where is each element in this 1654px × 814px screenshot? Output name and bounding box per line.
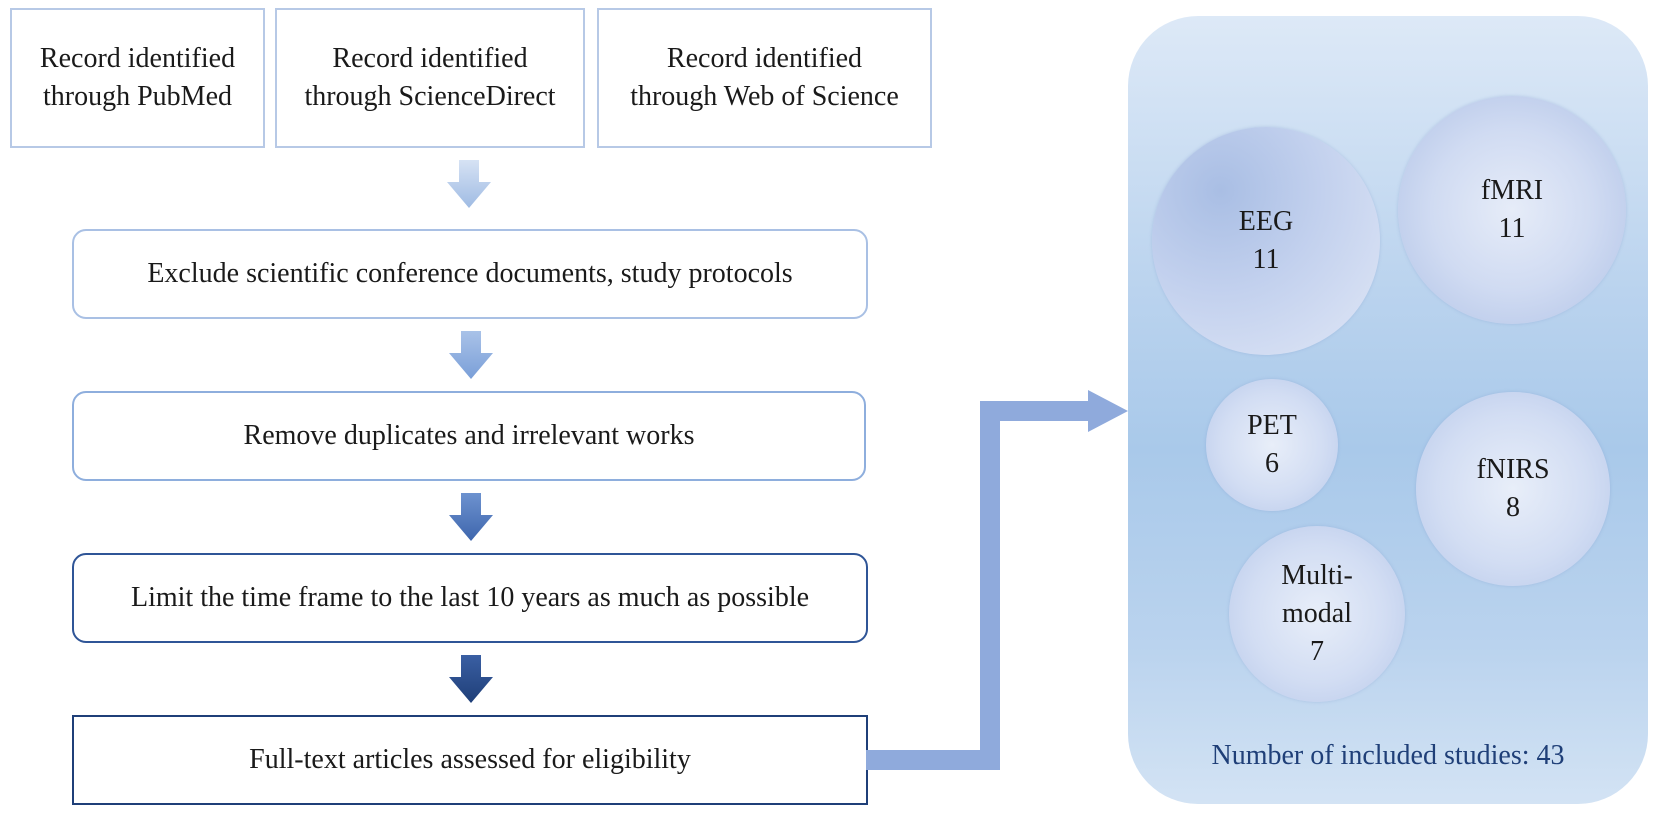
bubble-fmri: fMRI 11 bbox=[1398, 96, 1626, 324]
source-box-web-of-science: Record identified through Web of Science bbox=[597, 8, 932, 148]
step-limit-time-frame-label: Limit the time frame to the last 10 year… bbox=[130, 582, 810, 613]
step-exclude-documents-label: Exclude scientific conference documents,… bbox=[147, 258, 793, 289]
bubble-multimodal-name: Multi- modal bbox=[1281, 560, 1353, 629]
included-studies-total: Number of included studies: 43 bbox=[1211, 740, 1565, 771]
bubble-multimodal-count: 7 bbox=[1310, 636, 1324, 667]
bubble-fnirs: fNIRS 8 bbox=[1416, 392, 1610, 586]
step-remove-duplicates-label: Remove duplicates and irrelevant works bbox=[243, 420, 695, 451]
bubble-fmri-name: fMRI bbox=[1480, 175, 1544, 206]
bubble-pet-count: 6 bbox=[1265, 448, 1279, 479]
down-arrow-1 bbox=[447, 160, 491, 208]
source-box-sciencedirect: Record identified through ScienceDirect bbox=[275, 8, 585, 148]
bubble-eeg-count: 11 bbox=[1252, 244, 1280, 275]
bubble-eeg-name: EEG bbox=[1238, 206, 1294, 237]
connector-arrow bbox=[866, 390, 1128, 770]
bubble-pet: PET 6 bbox=[1206, 379, 1338, 511]
source-box-pubmed: Record identified through PubMed bbox=[10, 8, 265, 148]
bubble-fmri-count: 11 bbox=[1498, 213, 1526, 244]
bubble-fnirs-name: fNIRS bbox=[1476, 454, 1550, 485]
step-remove-duplicates: Remove duplicates and irrelevant works bbox=[72, 391, 866, 481]
step-full-text-assessed: Full-text articles assessed for eligibil… bbox=[72, 715, 868, 805]
bubble-eeg: EEG 11 bbox=[1152, 127, 1380, 355]
down-arrow-4 bbox=[449, 655, 493, 703]
bubble-pet-name: PET bbox=[1247, 410, 1297, 441]
step-full-text-assessed-label: Full-text articles assessed for eligibil… bbox=[249, 744, 691, 775]
down-arrow-3 bbox=[449, 493, 493, 541]
down-arrow-2 bbox=[449, 331, 493, 379]
step-limit-time-frame: Limit the time frame to the last 10 year… bbox=[72, 553, 868, 643]
step-exclude-documents: Exclude scientific conference documents,… bbox=[72, 229, 868, 319]
bubble-multimodal: Multi- modal 7 bbox=[1229, 526, 1405, 702]
bubble-fnirs-count: 8 bbox=[1506, 492, 1520, 523]
